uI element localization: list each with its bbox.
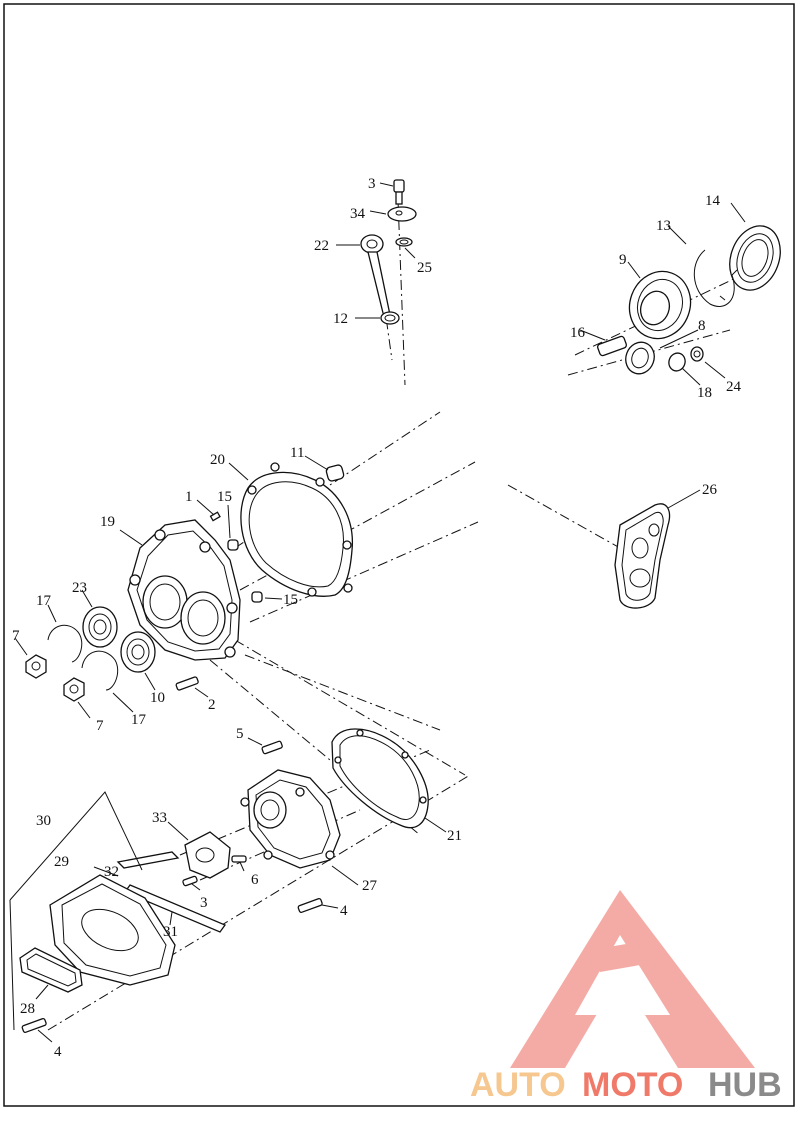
cover-27 — [240, 769, 341, 869]
bolts-4 — [21, 897, 323, 1033]
housing-19 — [127, 511, 263, 661]
callout-29: 29 — [54, 854, 69, 870]
callout-13: 13 — [656, 218, 671, 234]
callout-32: 32 — [104, 864, 119, 880]
callout-7-b: 7 — [96, 718, 104, 734]
callout-10: 10 — [150, 690, 165, 706]
callout-26: 26 — [702, 482, 718, 498]
shaft-bearing-group — [596, 225, 781, 375]
callout-15-a: 15 — [217, 489, 232, 505]
callout-labels: 3 34 22 25 12 14 13 9 16 8 18 24 20 11 2… — [12, 176, 742, 1060]
callout-3-mid: 3 — [200, 895, 208, 911]
outer-cover-29 — [19, 874, 176, 993]
watermark-hub: HUB — [708, 1066, 782, 1104]
callout-30: 30 — [36, 813, 51, 829]
watermark-text: AUTO MOTO HUB — [470, 1066, 782, 1104]
callout-2: 2 — [208, 697, 216, 713]
watermark-logo — [510, 890, 755, 1068]
watermark-auto: AUTO — [470, 1066, 566, 1104]
leader-lines — [14, 182, 746, 1043]
cover-33 — [182, 831, 247, 887]
callout-4-b: 4 — [54, 1044, 62, 1060]
trim-strips — [116, 851, 227, 933]
callout-17-a: 17 — [36, 593, 52, 609]
callout-3-top: 3 — [368, 176, 376, 192]
callout-24: 24 — [726, 379, 742, 395]
callout-33: 33 — [152, 810, 167, 826]
callout-19: 19 — [100, 514, 115, 530]
bracket-30 — [9, 791, 143, 1031]
callout-17-b: 17 — [131, 712, 147, 728]
watermark-moto: MOTO — [582, 1066, 683, 1104]
callout-11: 11 — [290, 445, 304, 461]
callout-18: 18 — [697, 385, 712, 401]
callout-27: 27 — [362, 878, 378, 894]
bolt-5 — [261, 740, 283, 755]
gasket-26 — [614, 503, 671, 609]
callout-4-a: 4 — [340, 903, 348, 919]
callout-15-b: 15 — [283, 592, 298, 608]
callout-1: 1 — [185, 489, 193, 505]
callout-34: 34 — [350, 206, 366, 222]
callout-22: 22 — [314, 238, 329, 254]
callout-12: 12 — [333, 311, 348, 327]
callout-20: 20 — [210, 452, 225, 468]
callout-14: 14 — [705, 193, 721, 209]
callout-31: 31 — [163, 924, 178, 940]
callout-9: 9 — [619, 252, 627, 268]
callout-7-a: 7 — [12, 628, 20, 644]
callout-25: 25 — [417, 260, 432, 276]
callout-5: 5 — [236, 726, 244, 742]
gasket-21 — [331, 728, 429, 829]
callout-8: 8 — [698, 318, 706, 334]
callout-23: 23 — [72, 580, 87, 596]
callout-6: 6 — [251, 872, 259, 888]
callout-16: 16 — [570, 325, 586, 341]
vent-assembly — [360, 179, 417, 325]
callout-28: 28 — [20, 1001, 35, 1017]
gasket-20 — [240, 462, 354, 597]
bearing-group-left — [25, 606, 199, 702]
callout-21: 21 — [447, 828, 462, 844]
